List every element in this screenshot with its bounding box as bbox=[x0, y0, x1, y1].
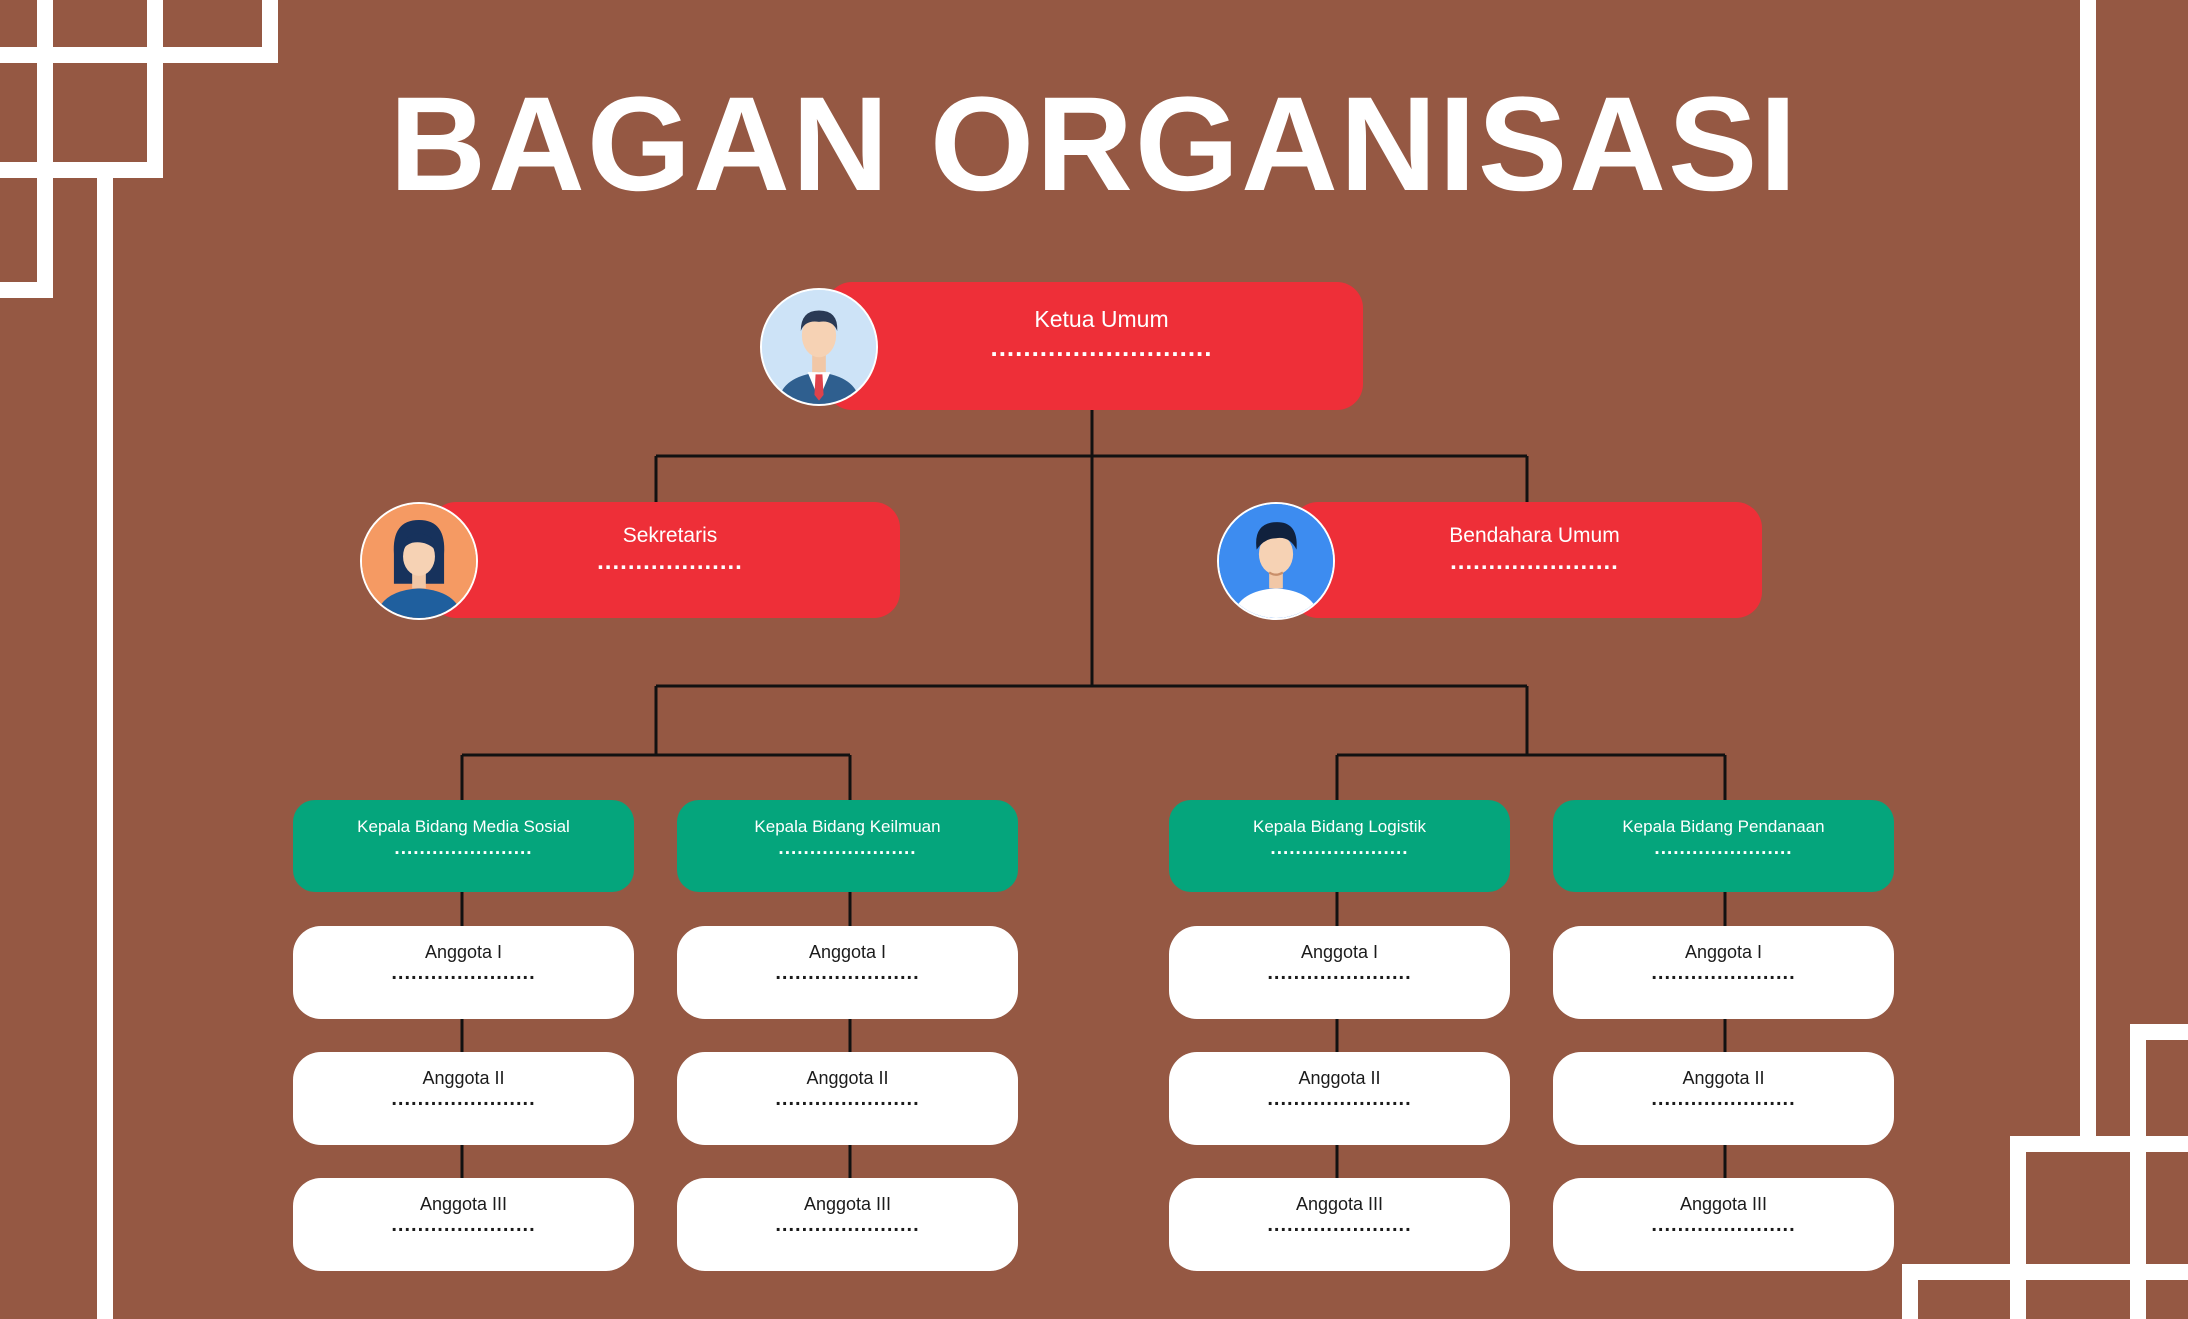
member-card[interactable]: Anggota III ...................... bbox=[1169, 1178, 1510, 1271]
deco-square-6 bbox=[1902, 1264, 2188, 1319]
division-head-label: Kepala Bidang Media Sosial bbox=[357, 817, 570, 836]
deco-square-1 bbox=[0, 0, 278, 63]
division-head-name: ...................... bbox=[1270, 838, 1409, 859]
ketua-umum-card[interactable]: Ketua Umum ........................... bbox=[826, 282, 1363, 410]
member-name: ...................... bbox=[775, 962, 920, 984]
deco-square-4 bbox=[2130, 1024, 2188, 1319]
man-avatar-icon bbox=[1217, 502, 1335, 620]
ketua-umum-role: Ketua Umum bbox=[1034, 306, 1169, 332]
member-role: Anggota I bbox=[424, 942, 503, 962]
member-name: ...................... bbox=[391, 1088, 536, 1110]
member-card[interactable]: Anggota II ...................... bbox=[677, 1052, 1018, 1145]
deco-square-5 bbox=[2010, 1136, 2188, 1319]
division-head-keilmuan[interactable]: Kepala Bidang Keilmuan .................… bbox=[677, 800, 1018, 892]
member-role: Anggota II bbox=[422, 1068, 505, 1088]
bendahara-card[interactable]: Bendahara Umum ...................... bbox=[1292, 502, 1762, 618]
member-name: ...................... bbox=[1651, 962, 1796, 984]
member-role: Anggota III bbox=[419, 1194, 508, 1214]
member-card[interactable]: Anggota III ...................... bbox=[293, 1178, 634, 1271]
page-title: BAGAN ORGANISASI bbox=[389, 70, 1799, 219]
division-head-name: ...................... bbox=[778, 838, 917, 859]
member-role: Anggota II bbox=[1682, 1068, 1765, 1088]
member-name: ...................... bbox=[391, 1214, 536, 1236]
ketua-umum-name: ........................... bbox=[990, 332, 1213, 362]
member-name: ...................... bbox=[775, 1088, 920, 1110]
man-in-suit-icon bbox=[760, 288, 878, 406]
member-card[interactable]: Anggota II ...................... bbox=[1553, 1052, 1894, 1145]
division-head-label: Kepala Bidang Pendanaan bbox=[1622, 817, 1825, 836]
bendahara-role: Bendahara Umum bbox=[1449, 524, 1620, 547]
member-role: Anggota I bbox=[808, 942, 887, 962]
member-card[interactable]: Anggota I ...................... bbox=[1169, 926, 1510, 1019]
member-card[interactable]: Anggota III ...................... bbox=[1553, 1178, 1894, 1271]
member-name: ...................... bbox=[1267, 962, 1412, 984]
woman-avatar-icon bbox=[360, 502, 478, 620]
member-name: ...................... bbox=[1267, 1088, 1412, 1110]
division-head-pendanaan[interactable]: Kepala Bidang Pendanaan ................… bbox=[1553, 800, 1894, 892]
sekretaris-name: ................... bbox=[597, 548, 743, 575]
member-card[interactable]: Anggota I ...................... bbox=[1553, 926, 1894, 1019]
member-role: Anggota III bbox=[1295, 1194, 1384, 1214]
member-card[interactable]: Anggota III ...................... bbox=[677, 1178, 1018, 1271]
bendahara-name: ...................... bbox=[1450, 548, 1619, 575]
member-card[interactable]: Anggota I ...................... bbox=[677, 926, 1018, 1019]
member-name: ...................... bbox=[1651, 1214, 1796, 1236]
sekretaris-card[interactable]: Sekretaris ................... bbox=[430, 502, 900, 618]
member-role: Anggota II bbox=[806, 1068, 889, 1088]
member-name: ...................... bbox=[391, 962, 536, 984]
division-head-name: ...................... bbox=[394, 838, 533, 859]
member-name: ...................... bbox=[775, 1214, 920, 1236]
division-head-name: ...................... bbox=[1654, 838, 1793, 859]
member-name: ...................... bbox=[1267, 1214, 1412, 1236]
member-role: Anggota III bbox=[1679, 1194, 1768, 1214]
member-card[interactable]: Anggota II ...................... bbox=[1169, 1052, 1510, 1145]
member-card[interactable]: Anggota II ...................... bbox=[293, 1052, 634, 1145]
member-role: Anggota II bbox=[1298, 1068, 1381, 1088]
member-role: Anggota III bbox=[803, 1194, 892, 1214]
division-head-logistik[interactable]: Kepala Bidang Logistik .................… bbox=[1169, 800, 1510, 892]
division-head-media-sosial[interactable]: Kepala Bidang Media Sosial .............… bbox=[293, 800, 634, 892]
division-head-label: Kepala Bidang Keilmuan bbox=[754, 817, 941, 836]
member-card[interactable]: Anggota I ...................... bbox=[293, 926, 634, 1019]
member-role: Anggota I bbox=[1684, 942, 1763, 962]
division-head-label: Kepala Bidang Logistik bbox=[1253, 817, 1426, 836]
sekretaris-role: Sekretaris bbox=[622, 524, 718, 547]
member-role: Anggota I bbox=[1300, 942, 1379, 962]
member-name: ...................... bbox=[1651, 1088, 1796, 1110]
